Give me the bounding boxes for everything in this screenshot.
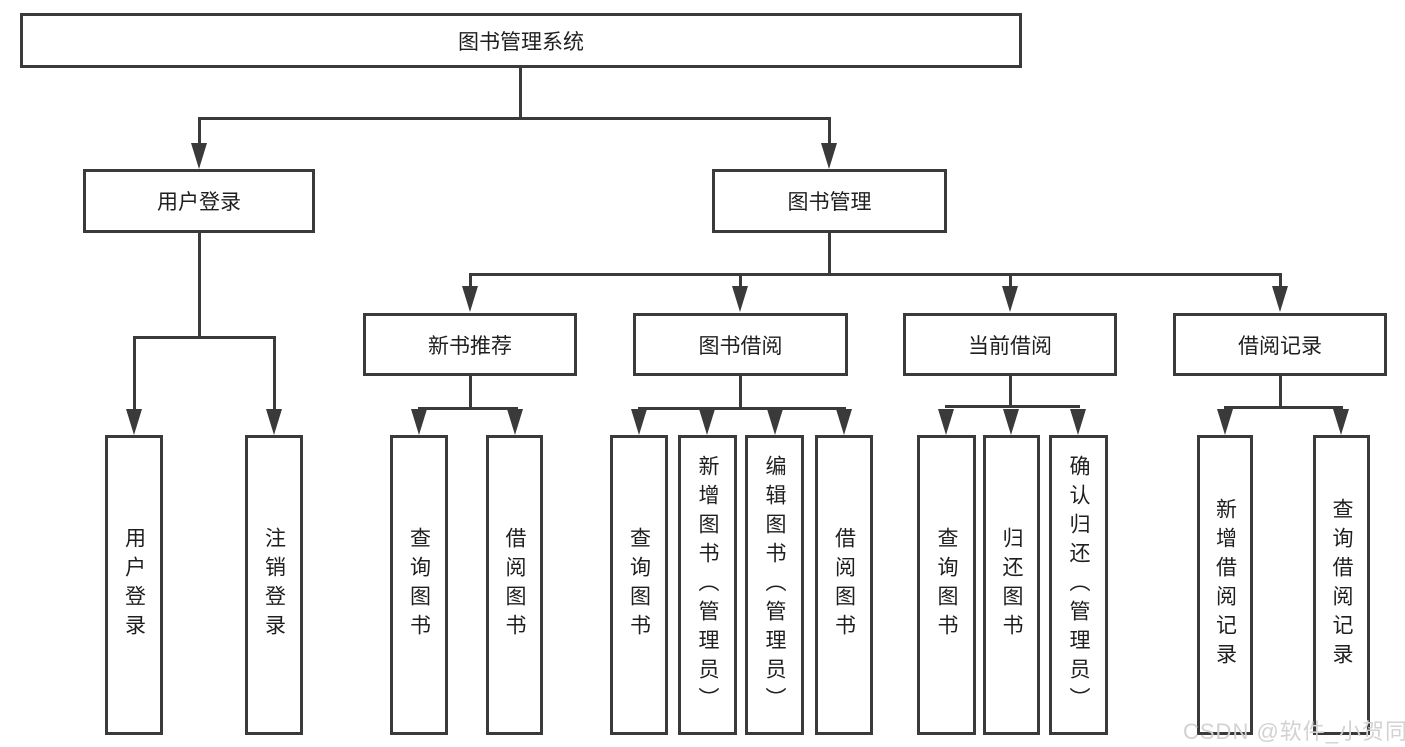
- connector-line: [1279, 376, 1282, 406]
- leaf-query-books: 查询图书: [390, 435, 448, 735]
- connector-line: [739, 276, 742, 288]
- connector-line: [273, 339, 276, 411]
- connector-line: [739, 376, 742, 407]
- node-label: 注销登录: [262, 527, 286, 643]
- leaf-query-books: 查询图书: [917, 435, 976, 735]
- connector-line: [945, 405, 1080, 408]
- node-user-login-module: 用户登录: [83, 169, 315, 233]
- node-book-management: 图书管理: [712, 169, 947, 233]
- node-label: 编辑图书（管理员）: [763, 454, 786, 716]
- connector-line: [1279, 276, 1282, 288]
- arrow-down-icon: [1003, 409, 1019, 435]
- arrow-down-icon: [1272, 286, 1288, 312]
- node-borrow-record: 借阅记录: [1173, 313, 1387, 376]
- node-new-book-recommend: 新书推荐: [363, 313, 577, 376]
- arrow-down-icon: [631, 409, 647, 435]
- node-label: 归还图书: [1000, 527, 1023, 643]
- node-label: 借阅图书: [503, 527, 526, 643]
- csdn-watermark: CSDN @软件_小贺同学: [1183, 719, 1405, 744]
- node-label: 当前借阅: [968, 334, 1052, 358]
- connector-line: [828, 233, 831, 273]
- connector-line: [198, 120, 201, 143]
- arrow-down-icon: [836, 409, 852, 435]
- node-library-system-root: 图书管理系统: [20, 13, 1022, 68]
- connector-line: [469, 376, 472, 407]
- node-label: 图书借阅: [698, 334, 783, 358]
- leaf-query-borrow-record: 查询借阅记录: [1313, 435, 1370, 735]
- connector-line: [418, 407, 518, 410]
- leaf-borrow-books: 借阅图书: [815, 435, 873, 735]
- leaf-add-borrow-record: 新增借阅记录: [1197, 435, 1253, 735]
- arrow-down-icon: [1217, 409, 1233, 435]
- node-label: 用户登录: [157, 191, 241, 214]
- leaf-add-book-admin: 新增图书（管理员）: [678, 435, 737, 735]
- arrow-down-icon: [126, 409, 142, 435]
- node-label: 查询借阅记录: [1330, 498, 1353, 672]
- connector-line: [133, 339, 136, 411]
- leaf-edit-book-admin: 编辑图书（管理员）: [745, 435, 804, 735]
- connector-line: [198, 117, 831, 120]
- leaf-borrow-books: 借阅图书: [486, 435, 543, 735]
- arrow-down-icon: [732, 286, 748, 312]
- leaf-query-books: 查询图书: [610, 435, 668, 735]
- connector-line: [519, 68, 522, 117]
- connector-line: [828, 120, 831, 143]
- leaf-confirm-return-admin: 确认归还（管理员）: [1049, 435, 1108, 735]
- arrow-down-icon: [411, 409, 427, 435]
- node-current-borrow: 当前借阅: [903, 313, 1117, 376]
- node-label: 借阅图书: [832, 527, 856, 643]
- connector-line: [198, 233, 201, 336]
- connector-line: [469, 273, 1282, 276]
- connector-line: [638, 407, 846, 410]
- node-label: 查询图书: [935, 527, 958, 643]
- arrow-down-icon: [821, 143, 837, 169]
- node-label: 新增图书（管理员）: [696, 454, 719, 716]
- node-label: 查询图书: [627, 527, 651, 643]
- arrow-down-icon: [507, 409, 523, 435]
- arrow-down-icon: [767, 409, 783, 435]
- arrow-down-icon: [1333, 409, 1349, 435]
- node-label: 图书管理系统: [458, 30, 584, 54]
- leaf-logout: 注销登录: [245, 435, 303, 735]
- arrow-down-icon: [191, 143, 207, 169]
- node-label: 图书管理: [787, 191, 872, 214]
- node-label: 查询图书: [407, 527, 431, 643]
- node-label: 确认归还（管理员）: [1067, 454, 1090, 716]
- arrow-down-icon: [1002, 286, 1018, 312]
- connector-line: [469, 276, 472, 288]
- arrow-down-icon: [699, 409, 715, 435]
- node-label: 借阅记录: [1238, 334, 1322, 358]
- connector-line: [1009, 376, 1012, 405]
- arrow-down-icon: [1070, 409, 1086, 435]
- node-book-borrow: 图书借阅: [633, 313, 848, 376]
- node-label: 用户登录: [122, 527, 146, 643]
- connector-line: [1224, 406, 1343, 409]
- leaf-user-login: 用户登录: [105, 435, 163, 735]
- arrow-down-icon: [462, 286, 478, 312]
- connector-line: [133, 336, 276, 339]
- connector-line: [1009, 276, 1012, 288]
- arrow-down-icon: [938, 409, 954, 435]
- node-label: 新书推荐: [428, 334, 512, 358]
- arrow-down-icon: [266, 409, 282, 435]
- leaf-return-books: 归还图书: [983, 435, 1040, 735]
- node-label: 新增借阅记录: [1213, 498, 1237, 672]
